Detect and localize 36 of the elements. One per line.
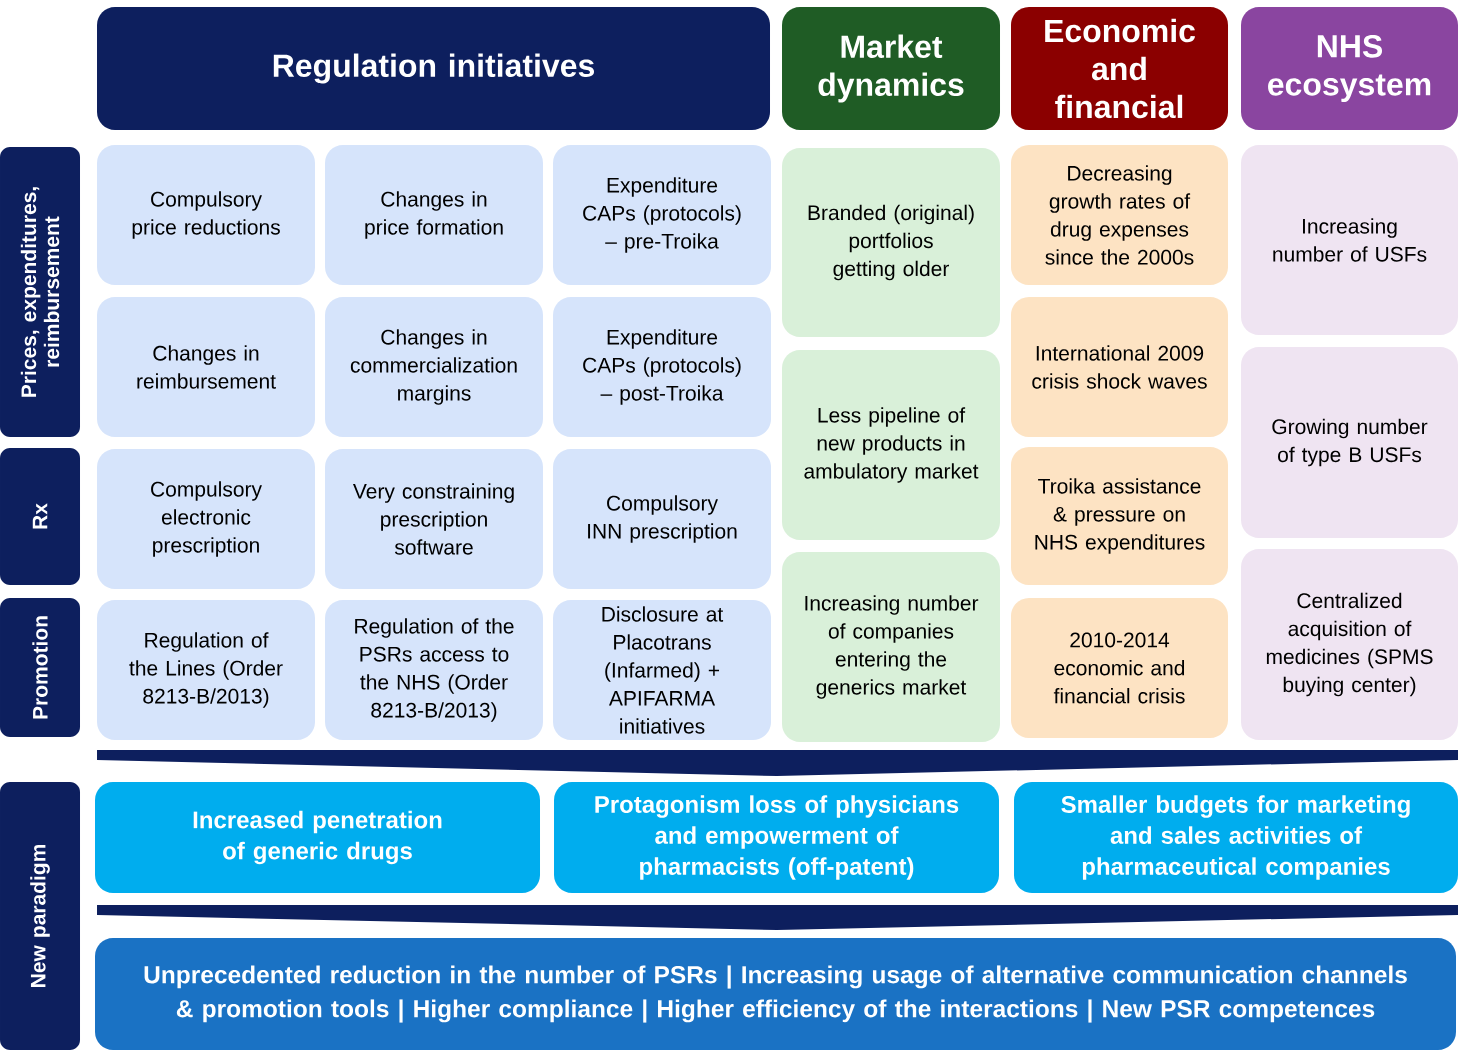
outcome-box: Protagonism loss of physicians and empowerment of pharmacists (off-patent) [554, 782, 999, 893]
factor-card: Troika assistance & pressure on NHS expenditures [1011, 447, 1228, 585]
factor-card: Compulsory electronic prescription [97, 449, 315, 589]
outcome-box: Smaller budgets for marketing and sales activities of pharmaceutical companies [1014, 782, 1458, 893]
factor-card: Regulation of the Lines (Order 8213-B/2013) [97, 600, 315, 740]
factor-card: 2010-2014 economic and financial crisis [1011, 598, 1228, 738]
factor-card: Changes in commercialization margins [325, 297, 543, 437]
factor-card: Increasing number of companies entering the generics market [782, 552, 1000, 742]
factor-card: Expenditure CAPs (protocols) – pre-Troika [553, 145, 771, 285]
row-label: New paradigm [0, 782, 80, 1050]
row-label: Promotion [0, 598, 80, 737]
conclusion-box: Unprecedented reduction in the number of PSRs | Increasing usage of alternative communication channels & promotion tools | Higher compliance | Higher efficiency of the interactions | New PSR competences [95, 938, 1456, 1050]
row-label: Rx [0, 448, 80, 585]
factor-card: Disclosure at Placotrans (Infarmed) + APIFARMA initiatives [553, 600, 771, 740]
factor-card: Compulsory INN prescription [553, 449, 771, 589]
factor-card: Increasing number of USFs [1241, 145, 1458, 335]
row-label: Prices, expenditures, reimbursement [0, 147, 80, 437]
factor-card: Regulation of the PSRs access to the NHS (Order 8213-B/2013) [325, 600, 543, 740]
factor-card: Compulsory price reductions [97, 145, 315, 285]
factor-card: Less pipeline of new products in ambulatory market [782, 350, 1000, 540]
factor-card: Changes in price formation [325, 145, 543, 285]
chevron-band [97, 905, 1458, 930]
factor-card: Branded (original) portfolios getting older [782, 148, 1000, 337]
factor-card: International 2009 crisis shock waves [1011, 297, 1228, 437]
factor-card: Changes in reimbursement [97, 297, 315, 437]
header-banner: Market dynamics [782, 7, 1000, 130]
chevron-band [97, 750, 1458, 776]
factor-card: Growing number of type B USFs [1241, 347, 1458, 538]
outcome-box: Increased penetration of generic drugs [95, 782, 540, 893]
factor-card: Decreasing growth rates of drug expenses since the 2000s [1011, 145, 1228, 285]
header-banner: NHS ecosystem [1241, 7, 1458, 130]
factor-card: Very constraining prescription software [325, 449, 543, 589]
header-banner: Economic and financial [1011, 7, 1228, 130]
factor-card: Expenditure CAPs (protocols) – post-Troika [553, 297, 771, 437]
header-banner: Regulation initiatives [97, 7, 770, 130]
factor-card: Centralized acquisition of medicines (SPMS buying center) [1241, 549, 1458, 740]
